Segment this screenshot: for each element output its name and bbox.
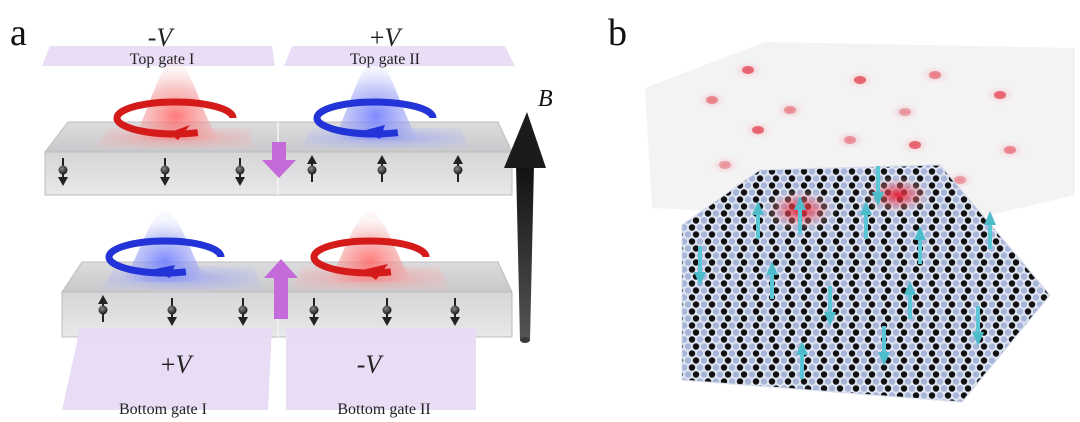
top-gate-right-label: Top gate II xyxy=(350,51,420,68)
spin-down-icon xyxy=(238,298,248,326)
vortex-red-lower xyxy=(310,212,430,282)
density-spot-core xyxy=(899,108,911,116)
rotation-arrow-icon xyxy=(150,265,175,278)
density-spot-core xyxy=(954,176,966,184)
top-right-voltage: +V xyxy=(370,23,404,52)
spin-down-icon xyxy=(160,158,170,186)
top-gate-left xyxy=(42,46,275,66)
spin-up-icon xyxy=(307,155,317,182)
interlayer-arrow-up xyxy=(264,259,298,319)
spin-up-icon xyxy=(377,155,387,182)
vortex-blue-upper xyxy=(313,60,437,140)
vortex-blue-lower xyxy=(105,212,225,282)
spin-arrows xyxy=(694,166,996,379)
spin-up-icon xyxy=(904,281,916,319)
bottom-gate-right xyxy=(286,328,476,410)
field-arrow-icon xyxy=(504,112,546,343)
density-spot xyxy=(832,129,868,151)
spin-down-icon xyxy=(309,298,319,326)
rotation-arrow-icon xyxy=(168,125,190,140)
spin-down-icon xyxy=(235,158,245,186)
density-spot-core xyxy=(742,66,754,74)
density-spot-core xyxy=(994,91,1006,99)
top-gate-right xyxy=(284,46,515,66)
spin-down-icon xyxy=(382,298,392,326)
spin-up-icon xyxy=(984,211,996,249)
density-spot-core xyxy=(1004,146,1016,154)
spin-array xyxy=(58,155,463,326)
spin-down-icon xyxy=(972,306,984,346)
density-spot-core xyxy=(929,71,941,79)
bottom-right-voltage: -V xyxy=(357,350,385,379)
spin-down-icon xyxy=(450,298,460,326)
top-left-voltage: -V xyxy=(148,23,176,52)
panel-b-label: b xyxy=(608,12,627,54)
spin-up-icon xyxy=(766,261,778,299)
density-spot-core xyxy=(752,126,764,134)
bottom-gate-right-label: Bottom gate II xyxy=(337,401,430,418)
vortex-red-upper xyxy=(113,60,237,140)
bottom-gate-left-label: Bottom gate I xyxy=(119,401,207,418)
top-gate-left-label: Top gate I xyxy=(130,51,195,68)
spin-down-icon xyxy=(824,286,836,326)
bottom-left-voltage: +V xyxy=(161,350,195,379)
density-spot xyxy=(887,101,923,123)
spin-up-icon xyxy=(796,341,808,379)
spin-up-icon xyxy=(914,226,926,264)
density-spot xyxy=(772,99,808,121)
spin-up-icon xyxy=(98,295,108,322)
spin-down-icon xyxy=(872,166,884,206)
rotation-arrow-icon xyxy=(362,264,388,280)
spin-up-icon xyxy=(860,201,872,239)
density-spot-core xyxy=(719,161,731,169)
density-spot-core xyxy=(844,136,856,144)
density-spot xyxy=(992,139,1028,161)
density-spot-core xyxy=(854,76,866,84)
spin-up-icon xyxy=(453,155,463,182)
density-spot-core xyxy=(706,96,718,104)
lattice-hotspot xyxy=(862,175,934,215)
spin-down-icon xyxy=(58,158,68,186)
spin-down-icon xyxy=(167,298,177,326)
density-spot xyxy=(707,154,743,176)
density-spot xyxy=(917,64,953,86)
field-label: B xyxy=(538,86,553,112)
spin-up-icon xyxy=(752,201,764,239)
density-spot xyxy=(694,89,730,111)
spin-up-icon xyxy=(794,196,806,234)
density-spot-core xyxy=(784,106,796,114)
panel-a: a -V +V Top gate I Top gate II xyxy=(10,12,553,418)
panel-b: b xyxy=(608,12,1075,403)
panel-a-label: a xyxy=(10,12,27,54)
spin-down-icon xyxy=(878,326,890,366)
rotation-arrow-icon xyxy=(362,125,385,139)
interlayer-arrow-down xyxy=(262,142,296,178)
bottom-gate-left xyxy=(62,328,272,410)
density-spots xyxy=(694,59,1028,191)
upper-layer xyxy=(43,121,513,196)
density-spot-core xyxy=(909,141,921,149)
spin-down-icon xyxy=(694,246,706,286)
